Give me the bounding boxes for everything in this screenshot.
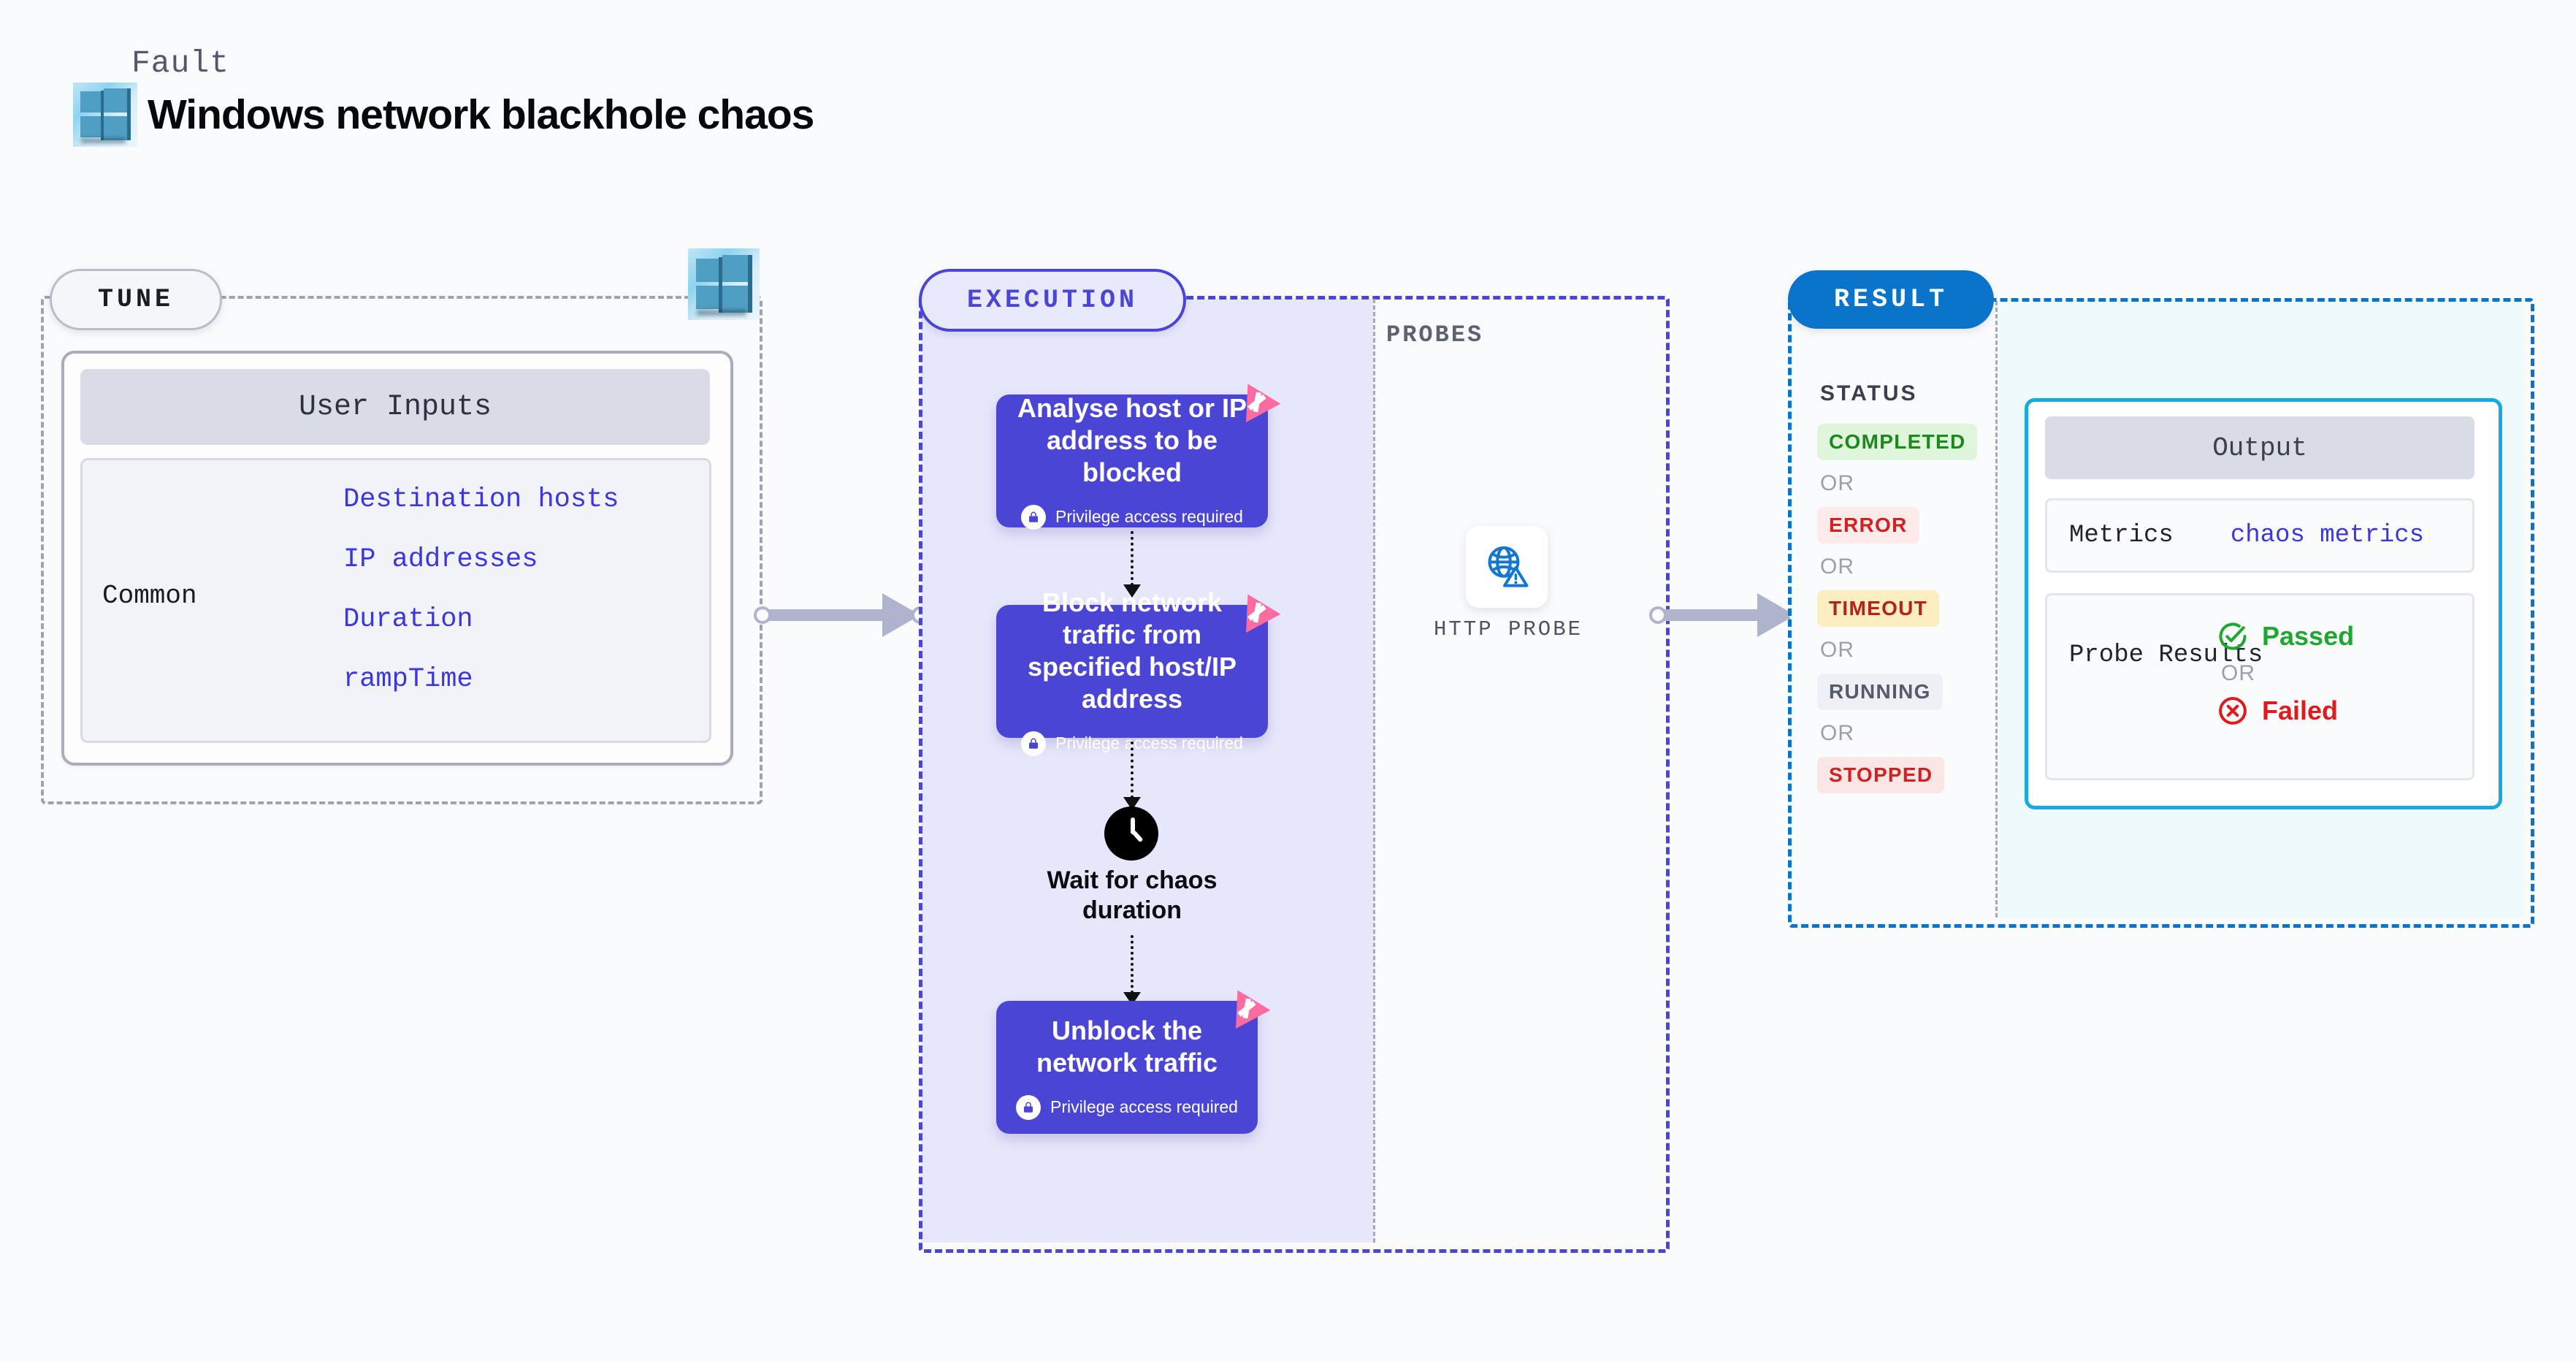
metrics-row: Metrics chaos metrics (2045, 498, 2474, 573)
status-badge-completed: COMPLETED (1817, 424, 1978, 460)
metrics-value[interactable]: chaos metrics (2230, 522, 2425, 549)
execution-step-card[interactable]: Block network traffic from specified hos… (996, 587, 1281, 756)
input-item-destination-hosts[interactable]: Destination hosts (343, 484, 619, 515)
probes-section-label: PROBES (1386, 321, 1484, 348)
metrics-key: Metrics (2069, 522, 2174, 549)
or-label: OR (1820, 638, 1854, 662)
or-label: OR (1820, 471, 1854, 495)
check-circle-icon (2219, 622, 2247, 650)
status-list: COMPLETED OR ERROR OR TIMEOUT OR RUNNING… (1817, 424, 1985, 793)
step-connector-line (1131, 531, 1134, 586)
status-badge-stopped: STOPPED (1817, 757, 1945, 793)
execution-step-title: Unblock the network traffic (1036, 1015, 1218, 1078)
tune-section (41, 296, 763, 804)
probe-results-values: Passed OR Failed (2217, 620, 2354, 727)
probe-result-failed: Failed (2217, 695, 2354, 727)
probe-results-row: Probe Results Passed OR Failed (2045, 593, 2474, 780)
privilege-note: Privilege access required (1021, 731, 1243, 756)
user-inputs-header: User Inputs (80, 369, 710, 445)
input-item-ramptime[interactable]: rampTime (343, 664, 473, 695)
http-probe-card[interactable] (1466, 526, 1548, 608)
execution-pill-label: EXECUTION (919, 269, 1186, 332)
or-label: OR (1820, 721, 1854, 745)
lock-icon (1021, 731, 1047, 756)
execution-section (919, 296, 1670, 1253)
step-connector-line (1131, 935, 1134, 994)
fault-label: Fault (131, 45, 230, 81)
status-label: STATUS (1820, 381, 1918, 405)
privilege-note-text: Privilege access required (1050, 1097, 1238, 1117)
privilege-note: Privilege access required (1016, 1094, 1238, 1120)
windows-logo-icon (73, 83, 137, 147)
connector-tune-to-execution (754, 593, 929, 637)
execution-step-title: Analyse host or IP address to be blocked (1017, 393, 1247, 487)
status-badge-error: ERROR (1817, 507, 1919, 544)
lock-icon (1016, 1094, 1042, 1120)
page-header: Fault Windows network blackhole chaos (73, 45, 814, 147)
execution-step-card[interactable]: Analyse host or IP address to be blocked… (996, 384, 1281, 530)
x-circle-icon (2219, 697, 2247, 725)
chaos-ribbon-icon (1246, 384, 1281, 422)
privilege-note: Privilege access required (1021, 504, 1243, 530)
probes-divider (1373, 299, 1375, 1243)
lock-icon (1021, 504, 1047, 530)
privilege-note-text: Privilege access required (1055, 507, 1243, 527)
input-item-ip-addresses[interactable]: IP addresses (343, 544, 538, 575)
execution-step-card[interactable]: Unblock the network traffic Privilege ac… (996, 990, 1271, 1134)
probe-results-key: Probe Results (2069, 641, 2263, 669)
result-pill-label: RESULT (1788, 270, 1994, 329)
input-item-duration[interactable]: Duration (343, 604, 473, 635)
input-group-label: Common (102, 581, 197, 611)
title-row: Windows network blackhole chaos (73, 83, 814, 147)
page-title: Windows network blackhole chaos (148, 91, 814, 138)
or-label: OR (2221, 661, 2255, 685)
step-connector-line (1131, 742, 1134, 798)
status-badge-timeout: TIMEOUT (1817, 590, 1940, 627)
tune-pill-label: TUNE (50, 269, 222, 330)
windows-logo-icon (688, 248, 760, 320)
result-section (1788, 298, 2534, 928)
wait-for-chaos-duration-label: Wait for chaos duration (1047, 866, 1218, 925)
chaos-ribbon-icon (1236, 990, 1271, 1029)
privilege-note-text: Privilege access required (1055, 733, 1243, 753)
output-header: Output (2045, 416, 2474, 479)
step-connector-arrow (1123, 584, 1141, 598)
probe-result-failed-label: Failed (2262, 695, 2339, 725)
http-probe-label: HTTP PROBE (1433, 617, 1583, 641)
execution-step-title: Block network traffic from specified hos… (1027, 587, 1237, 714)
status-badge-running: RUNNING (1817, 674, 1943, 710)
or-label: OR (1820, 554, 1854, 579)
probe-result-passed: Passed (2217, 620, 2354, 652)
probe-result-passed-label: Passed (2262, 621, 2355, 651)
input-list: Destination hosts IP addresses Duration … (343, 484, 619, 724)
globe-warning-icon (1488, 546, 1529, 587)
clock-icon (1104, 807, 1158, 861)
connector-execution-to-result (1649, 593, 1804, 637)
user-inputs-panel (80, 458, 711, 743)
chaos-ribbon-icon (1246, 594, 1281, 633)
